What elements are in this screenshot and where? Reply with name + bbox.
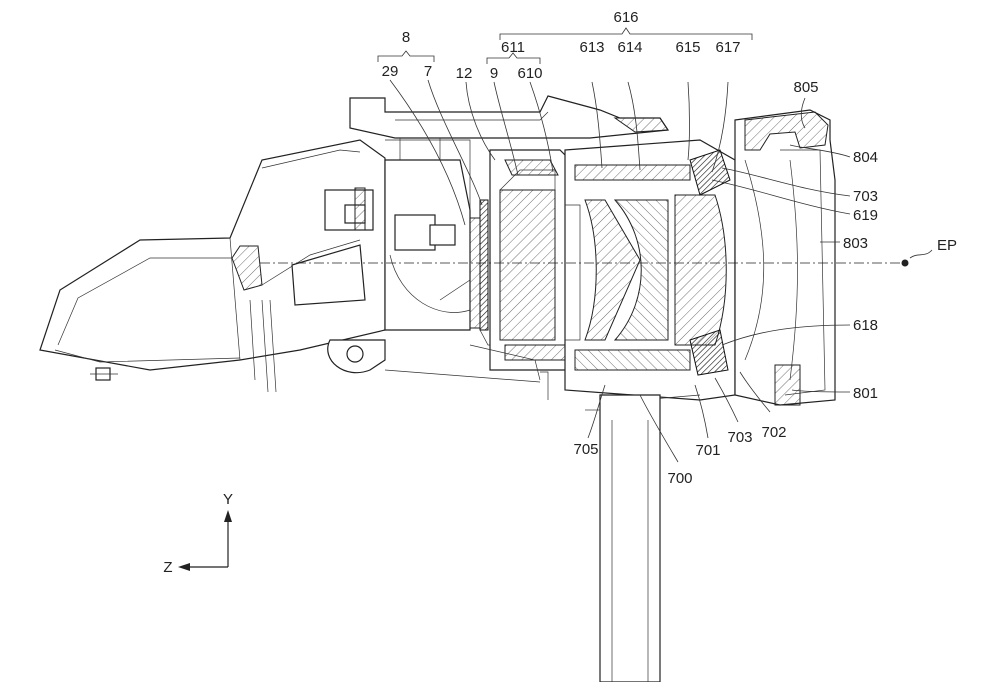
label-703-lower: 703 — [727, 429, 752, 446]
label-614: 614 — [617, 39, 642, 56]
label-617: 617 — [715, 39, 740, 56]
label-804: 804 — [853, 149, 878, 166]
label-618: 618 — [853, 317, 878, 334]
eyepoint-marker — [901, 259, 909, 267]
lens-barrel-main — [564, 139, 736, 401]
label-9: 9 — [490, 65, 498, 82]
label-701: 701 — [695, 442, 720, 459]
label-Y: Y — [223, 491, 233, 508]
label-610: 610 — [517, 65, 542, 82]
brace-616 — [499, 27, 753, 40]
label-12: 12 — [456, 65, 473, 82]
camera-housing — [39, 139, 386, 393]
label-702: 702 — [761, 424, 786, 441]
label-8: 8 — [402, 29, 410, 46]
label-Z: Z — [163, 559, 172, 576]
label-805: 805 — [793, 79, 818, 96]
label-615: 615 — [675, 39, 700, 56]
label-613: 613 — [579, 39, 604, 56]
label-700: 700 — [667, 470, 692, 487]
label-616: 616 — [613, 9, 638, 26]
upper-cover — [349, 95, 670, 210]
brace-611 — [486, 52, 541, 64]
display-frame — [384, 159, 500, 346]
label-619: 619 — [853, 207, 878, 224]
brace-8 — [377, 50, 435, 62]
label-29: 29 — [382, 63, 399, 80]
label-801: 801 — [853, 385, 878, 402]
label-EP: EP — [937, 237, 957, 254]
label-803: 803 — [843, 235, 868, 252]
label-703-upper: 703 — [853, 188, 878, 205]
label-7: 7 — [424, 63, 432, 80]
lens-barrel-front — [489, 149, 571, 371]
coordinate-axes — [178, 510, 232, 571]
label-611: 611 — [501, 39, 525, 56]
bottom-mount — [327, 339, 661, 682]
eyecup — [734, 109, 836, 406]
label-705: 705 — [573, 441, 598, 458]
